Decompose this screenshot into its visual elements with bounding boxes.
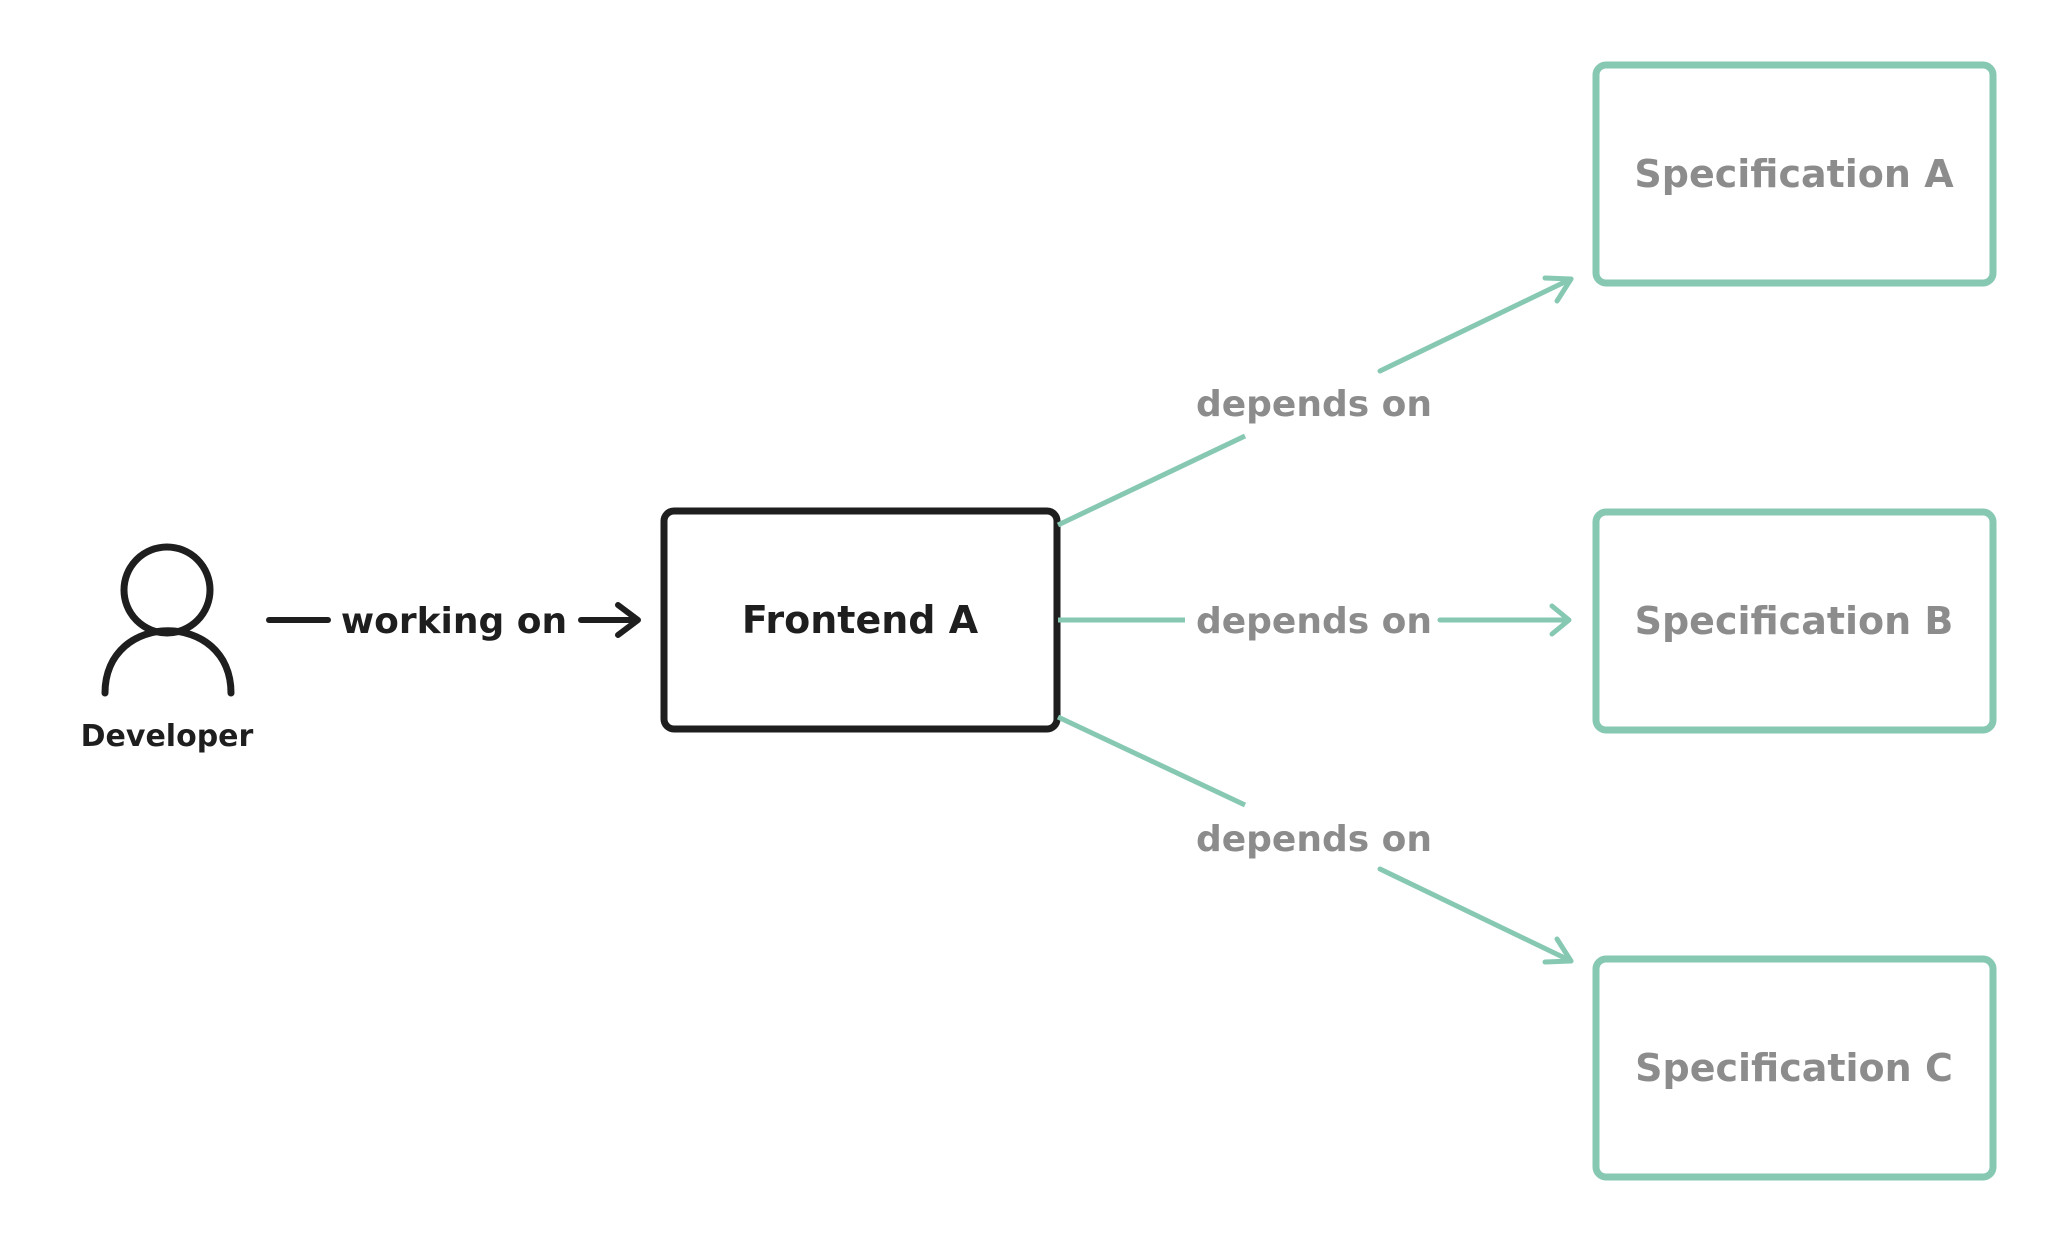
depends-on-label: depends on: [1196, 384, 1432, 425]
working-on-label: working on: [341, 601, 567, 642]
depends-on-edge-b[interactable]: depends on: [1058, 601, 1572, 642]
specification-b-label: Specification B: [1635, 599, 1954, 643]
depends-on-edge-a[interactable]: depends on: [1056, 275, 1574, 528]
specification-a-node[interactable]: Specification A: [1592, 61, 1997, 287]
frontend-a-node[interactable]: Frontend A: [660, 507, 1061, 733]
person-icon: [101, 543, 235, 697]
arrowhead-icon: [615, 602, 641, 638]
developer-actor[interactable]: Developer: [81, 543, 254, 754]
arrowhead-icon: [1542, 936, 1574, 965]
depends-on-label: depends on: [1196, 819, 1432, 860]
working-on-edge[interactable]: working on: [266, 601, 641, 642]
frontend-a-label: Frontend A: [742, 598, 979, 642]
specification-c-label: Specification C: [1635, 1046, 1953, 1090]
developer-label: Developer: [81, 719, 254, 754]
arrowhead-icon: [1542, 275, 1574, 304]
specification-b-node[interactable]: Specification B: [1592, 508, 1997, 734]
specification-c-node[interactable]: Specification C: [1592, 955, 1997, 1181]
depends-on-label: depends on: [1196, 601, 1432, 642]
specification-a-label: Specification A: [1634, 152, 1954, 196]
arrowhead-icon: [1549, 603, 1572, 637]
depends-on-edge-c[interactable]: depends on: [1056, 714, 1574, 965]
